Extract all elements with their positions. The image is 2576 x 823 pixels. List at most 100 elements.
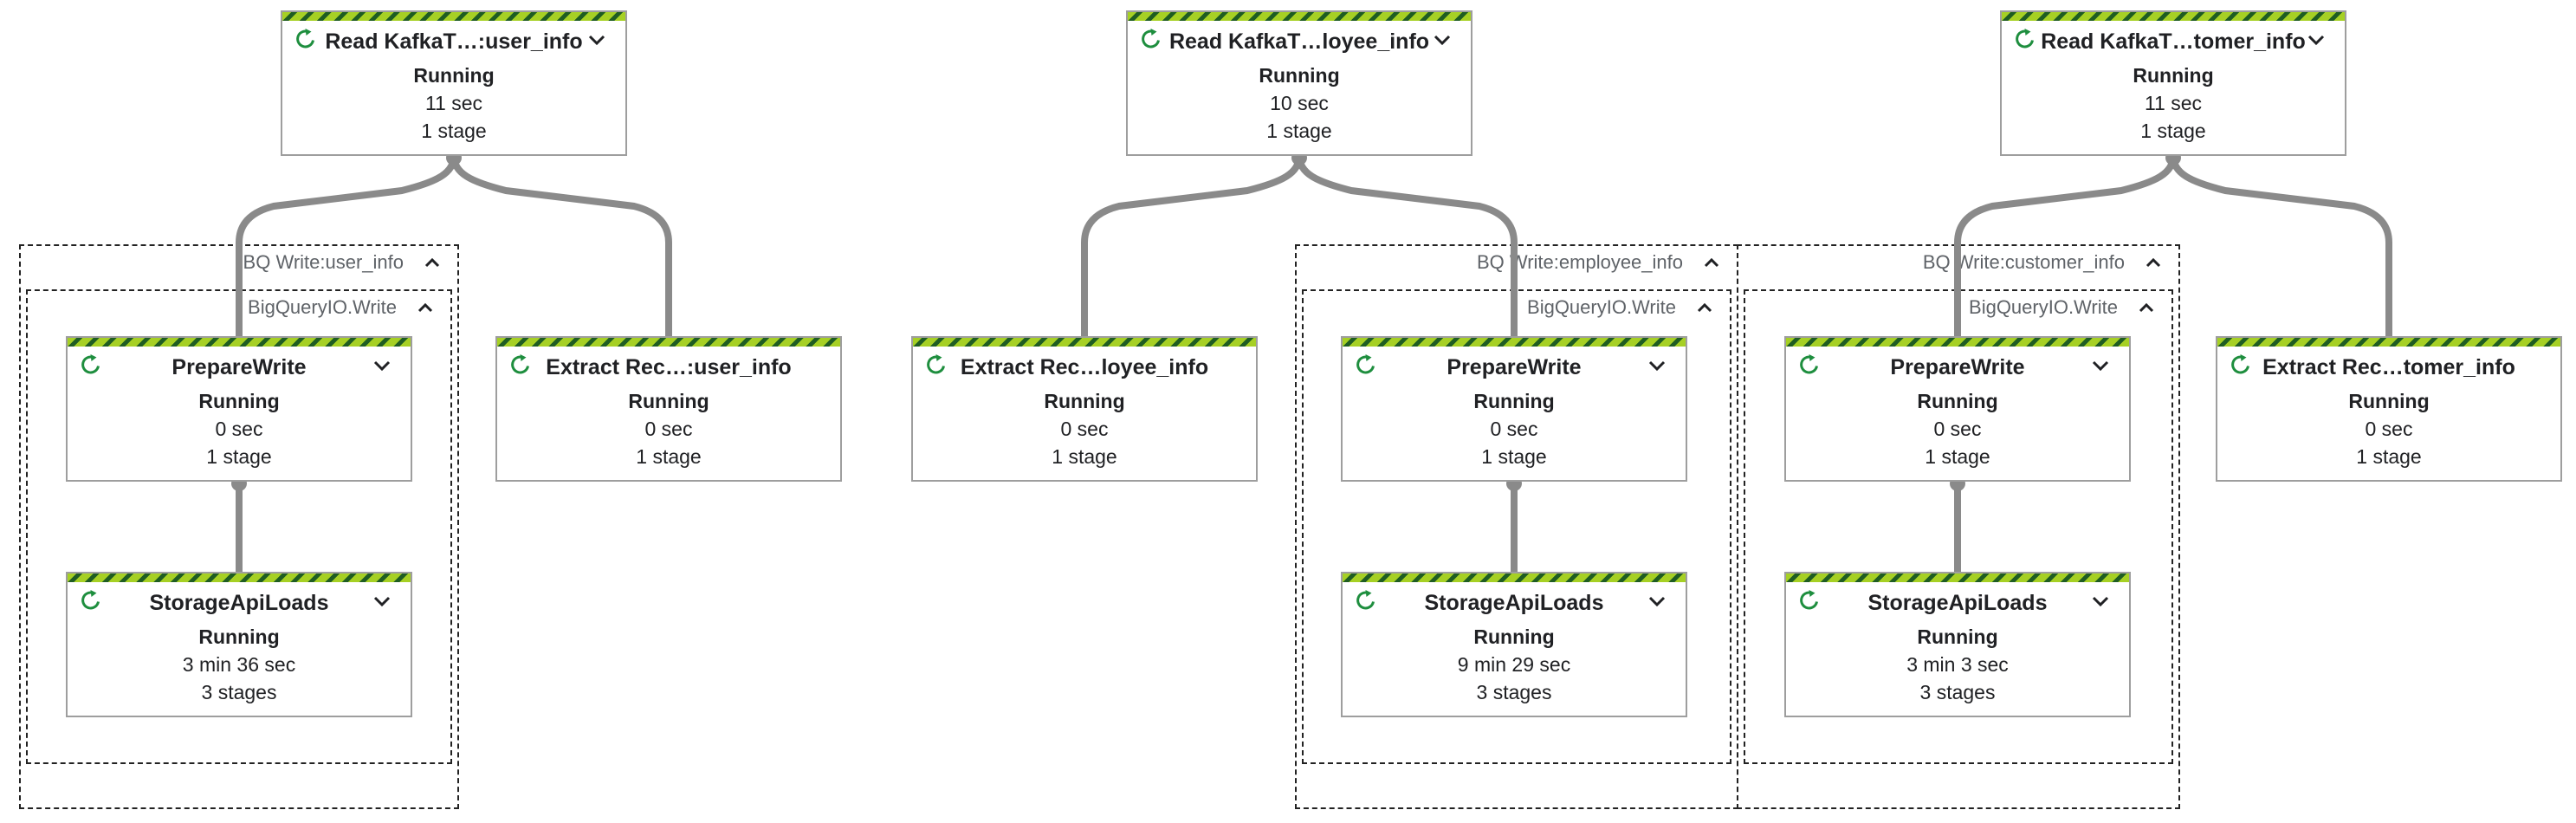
- running-stripe: [282, 12, 625, 21]
- node-extract-records-customer-info[interactable]: Extract Rec…tomer_info Running 0 sec 1 s…: [2216, 336, 2562, 482]
- chevron-up-icon[interactable]: [2137, 298, 2156, 317]
- node-read-kafka-employee-info[interactable]: Read KafkaT…loyee_info Running 10 sec 1 …: [1126, 10, 1472, 156]
- chevron-down-icon[interactable]: [2091, 359, 2110, 373]
- node-title: Read KafkaT…tomer_info: [2041, 29, 2306, 54]
- running-refresh-icon: [1138, 26, 1164, 52]
- node-storage-api-loads[interactable]: StorageApiLoads Running 9 min 29 sec 3 s…: [1341, 572, 1687, 717]
- node-title: PrepareWrite: [1890, 355, 2025, 379]
- running-refresh-icon: [78, 587, 104, 613]
- node-status: Running: [198, 390, 280, 412]
- running-stripe: [1343, 338, 1686, 347]
- node-status: Running: [1917, 390, 1998, 412]
- chevron-down-icon[interactable]: [1433, 33, 1452, 47]
- node-stages: 1 stage: [1266, 120, 1332, 142]
- node-duration: 10 sec: [1270, 92, 1329, 114]
- node-title: Extract Rec…tomer_info: [2262, 355, 2515, 379]
- node-stages: 3 stages: [1476, 681, 1552, 703]
- chevron-down-icon[interactable]: [2091, 594, 2110, 608]
- node-status: Running: [413, 64, 495, 87]
- node-stages: 1 stage: [1481, 445, 1547, 468]
- node-status: Running: [1473, 625, 1555, 648]
- node-title: Read KafkaT…:user_info: [325, 29, 583, 54]
- chevron-down-icon[interactable]: [372, 594, 392, 608]
- node-duration: 0 sec: [215, 418, 263, 440]
- node-duration: 11 sec: [424, 92, 483, 114]
- node-prepare-write[interactable]: PrepareWrite Running 0 sec 1 stage: [66, 336, 412, 482]
- running-stripe: [913, 338, 1256, 347]
- node-title: PrepareWrite: [1447, 355, 1582, 379]
- node-read-kafka-customer-info[interactable]: Read KafkaT…tomer_info Running 11 sec 1 …: [2000, 10, 2346, 156]
- running-refresh-icon: [923, 352, 949, 378]
- running-refresh-icon: [2012, 26, 2038, 52]
- node-title: StorageApiLoads: [1424, 591, 1604, 615]
- node-title: Read KafkaT…loyee_info: [1168, 29, 1430, 54]
- node-read-kafka-user-info[interactable]: Read KafkaT…:user_info Running 11 sec 1 …: [281, 10, 627, 156]
- running-refresh-icon: [2228, 352, 2254, 378]
- group-label: BigQueryIO.Write: [1527, 296, 1676, 318]
- running-stripe: [2002, 12, 2345, 21]
- node-extract-records-employee-info[interactable]: Extract Rec…loyee_info Running 0 sec 1 s…: [911, 336, 1258, 482]
- node-stages: 3 stages: [1919, 681, 1996, 703]
- group-label: BQ Write:user_info: [243, 251, 404, 273]
- node-duration: 9 min 29 sec: [1457, 653, 1571, 676]
- running-stripe: [1786, 338, 2129, 347]
- node-storage-api-loads[interactable]: StorageApiLoads Running 3 min 36 sec 3 s…: [66, 572, 412, 717]
- node-prepare-write[interactable]: PrepareWrite Running 0 sec 1 stage: [1341, 336, 1687, 482]
- node-stages: 1 stage: [206, 445, 272, 468]
- running-refresh-icon: [1796, 587, 1822, 613]
- chevron-up-icon[interactable]: [1702, 253, 1721, 272]
- edge-read3-extract3: [2170, 155, 2392, 336]
- node-duration: 0 sec: [644, 418, 693, 440]
- node-duration: 3 min 36 sec: [182, 653, 296, 676]
- group-label: BigQueryIO.Write: [1969, 296, 2118, 318]
- node-status: Running: [628, 390, 709, 412]
- node-stages: 1 stage: [1052, 445, 1117, 468]
- group-bigqueryio-write: BigQueryIO.Write: [1302, 289, 1731, 764]
- running-stripe: [68, 338, 411, 347]
- node-duration: 0 sec: [1933, 418, 1982, 440]
- node-title: StorageApiLoads: [1867, 591, 2048, 615]
- chevron-down-icon[interactable]: [372, 359, 392, 373]
- node-title: Extract Rec…:user_info: [546, 355, 792, 379]
- chevron-down-icon[interactable]: [587, 33, 606, 47]
- node-title: Extract Rec…loyee_info: [960, 355, 1209, 379]
- edge-read1-extract1: [450, 155, 672, 336]
- node-status: Running: [1473, 390, 1555, 412]
- chevron-down-icon[interactable]: [1647, 359, 1667, 373]
- node-stages: 1 stage: [2140, 120, 2206, 142]
- group-label: BQ Write:employee_info: [1476, 251, 1683, 273]
- node-status: Running: [2133, 64, 2214, 87]
- node-duration: 3 min 3 sec: [1906, 653, 2009, 676]
- running-refresh-icon: [1353, 352, 1379, 378]
- node-status: Running: [1044, 390, 1125, 412]
- node-prepare-write[interactable]: PrepareWrite Running 0 sec 1 stage: [1784, 336, 2131, 482]
- chevron-down-icon[interactable]: [1647, 594, 1667, 608]
- node-status: Running: [2348, 390, 2430, 412]
- node-duration: 0 sec: [2365, 418, 2413, 440]
- chevron-down-icon[interactable]: [2307, 33, 2326, 47]
- chevron-up-icon[interactable]: [1695, 298, 1714, 317]
- chevron-up-icon[interactable]: [423, 253, 442, 272]
- running-stripe: [497, 338, 840, 347]
- node-stages: 1 stage: [636, 445, 702, 468]
- node-storage-api-loads[interactable]: StorageApiLoads Running 3 min 3 sec 3 st…: [1784, 572, 2131, 717]
- node-duration: 0 sec: [1060, 418, 1109, 440]
- node-stages: 1 stage: [421, 120, 487, 142]
- node-status: Running: [1259, 64, 1340, 87]
- edge-read2-extract2: [1081, 155, 1303, 336]
- running-stripe: [68, 574, 411, 582]
- node-duration: 11 sec: [2144, 92, 2203, 114]
- group-label: BQ Write:customer_info: [1922, 251, 2125, 273]
- node-stages: 1 stage: [1925, 445, 1990, 468]
- chevron-up-icon[interactable]: [416, 298, 435, 317]
- node-stages: 3 stages: [201, 681, 277, 703]
- node-title: StorageApiLoads: [149, 591, 329, 615]
- node-extract-records-user-info[interactable]: Extract Rec…:user_info Running 0 sec 1 s…: [495, 336, 842, 482]
- running-refresh-icon: [293, 26, 319, 52]
- chevron-up-icon[interactable]: [2144, 253, 2163, 272]
- running-refresh-icon: [78, 352, 104, 378]
- node-stages: 1 stage: [2356, 445, 2422, 468]
- running-stripe: [2217, 338, 2560, 347]
- node-title: PrepareWrite: [172, 355, 307, 379]
- group-label: BigQueryIO.Write: [248, 296, 397, 318]
